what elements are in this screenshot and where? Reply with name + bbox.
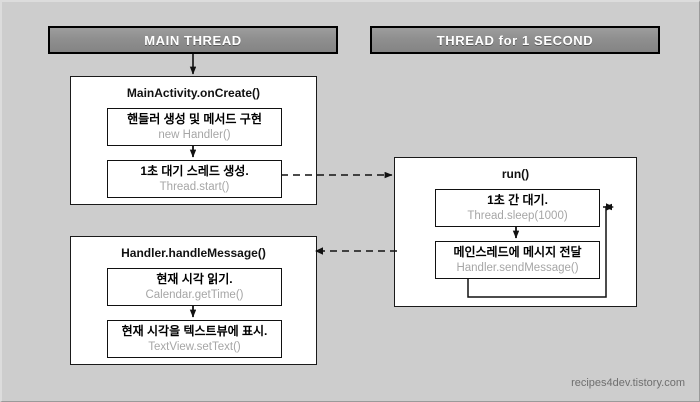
banner-worker-thread-label: THREAD for 1 SECOND [436,32,594,48]
group-title-oncreate: MainActivity.onCreate() [126,86,261,100]
step-new-handler-secondary: new Handler() [158,128,231,141]
watermark: recipes4dev.tistory.com [571,377,685,389]
step-calendar-gettime: 현재 시각 읽기. Calendar.getTime() [107,268,282,306]
group-title-run: run() [501,167,530,181]
step-new-handler: 핸들러 생성 및 메서드 구현 new Handler() [107,108,282,146]
step-thread-sleep-secondary: Thread.sleep(1000) [467,209,568,222]
step-textview-settext-secondary: TextView.setText() [148,340,241,353]
step-thread-start-primary: 1초 대기 스레드 생성. [140,163,249,178]
group-main-activity-oncreate: MainActivity.onCreate() 핸들러 생성 및 메서드 구현 … [70,76,317,205]
step-thread-sleep-primary: 1초 간 대기. [487,192,548,207]
group-title-handlemessage: Handler.handleMessage() [121,246,266,260]
step-handler-sendmessage-secondary: Handler.sendMessage() [456,261,579,274]
banner-worker-thread: THREAD for 1 SECOND [370,26,660,54]
step-new-handler-primary: 핸들러 생성 및 메서드 구현 [127,111,262,126]
step-calendar-gettime-primary: 현재 시각 읽기. [156,271,233,286]
step-textview-settext: 현재 시각을 텍스트뷰에 표시. TextView.setText() [107,320,282,358]
step-thread-start-secondary: Thread.start() [159,180,230,193]
step-calendar-gettime-secondary: Calendar.getTime() [145,288,244,301]
step-textview-settext-primary: 현재 시각을 텍스트뷰에 표시. [121,323,268,338]
banner-main-thread-label: MAIN THREAD [144,32,242,48]
connector-sendmessage-to-handlemessage [315,247,397,255]
group-run: run() 1초 간 대기. Thread.sleep(1000) 메인스레드에… [394,157,637,307]
step-thread-sleep: 1초 간 대기. Thread.sleep(1000) [435,189,600,227]
step-handler-sendmessage-primary: 메인스레드에 메시지 전달 [453,244,582,259]
step-handler-sendmessage: 메인스레드에 메시지 전달 Handler.sendMessage() [435,241,600,279]
group-handler-handlemessage: Handler.handleMessage() 현재 시각 읽기. Calend… [70,236,317,365]
banner-main-thread: MAIN THREAD [48,26,338,54]
step-thread-start: 1초 대기 스레드 생성. Thread.start() [107,160,282,198]
